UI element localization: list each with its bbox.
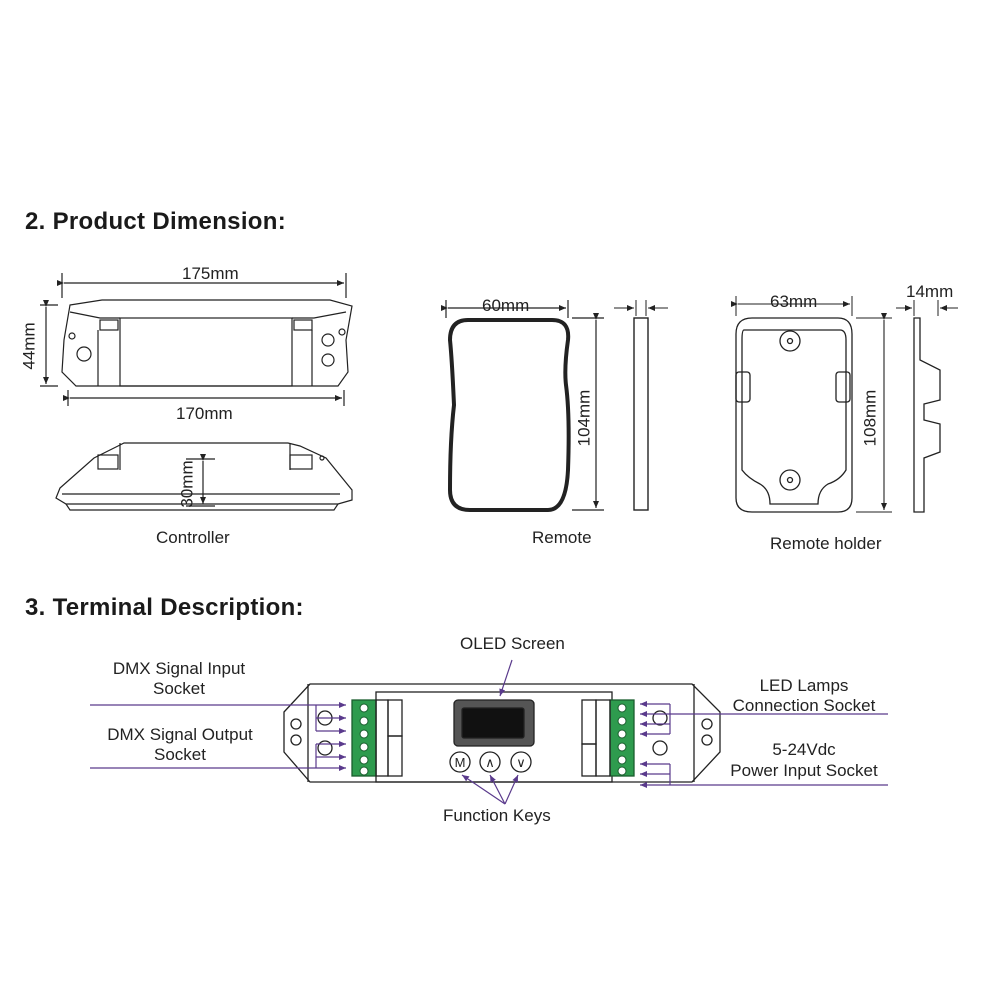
remote-dim-60: 60mm	[482, 296, 530, 315]
controller-dim-175: 175mm	[182, 264, 239, 283]
key-down-button	[510, 751, 532, 773]
remote-holder-front-view	[731, 296, 892, 513]
controller-caption: Controller	[156, 528, 230, 547]
key-m-button	[449, 751, 471, 773]
function-keys-label: Function Keys	[443, 806, 551, 825]
key-m-label: M	[455, 755, 466, 770]
led-lamps-line1: LED Lamps	[759, 676, 849, 695]
remote-front-view	[441, 300, 604, 512]
oled-screen-label: OLED Screen	[460, 634, 565, 653]
controller-side-view	[55, 442, 353, 511]
section-title-terminal-description: 3. Terminal Description:	[25, 594, 304, 621]
remote-side-view	[614, 300, 668, 511]
left-terminal-screws	[359, 703, 369, 776]
controller-dim-44: 44mm	[19, 322, 39, 370]
holder-caption: Remote holder	[770, 534, 882, 553]
dmx-input-label: DMX Signal Input Socket	[96, 659, 262, 699]
holder-dim-108: 108mm	[860, 389, 880, 447]
holder-dim-14: 14mm	[906, 282, 954, 301]
remote-dim-104: 104mm	[574, 389, 594, 447]
function-keys	[449, 751, 532, 773]
dmx-output-line1: DMX Signal Output	[107, 725, 253, 744]
dmx-output-label: DMX Signal Output Socket	[90, 725, 270, 765]
key-up-label: ∧	[485, 755, 495, 770]
key-up-button	[479, 751, 501, 773]
power-input-label: 5-24Vdc Power Input Socket	[712, 739, 896, 781]
holder-dim-63: 63mm	[770, 292, 818, 311]
dmx-output-line2: Socket	[154, 745, 206, 764]
power-line1: 5-24Vdc	[772, 740, 836, 759]
controller-terminal-view	[283, 683, 721, 783]
power-line2: Power Input Socket	[730, 761, 878, 780]
right-terminal-screws	[617, 703, 627, 776]
controller-dim-30: 30mm	[177, 460, 197, 508]
section-title-product-dimension: 2. Product Dimension:	[25, 208, 286, 235]
led-lamps-line2: Connection Socket	[732, 696, 876, 715]
led-lamps-label: LED Lamps Connection Socket	[714, 676, 894, 716]
controller-dim-170: 170mm	[176, 404, 233, 423]
remote-holder-side-view	[896, 300, 958, 513]
leader-lines	[90, 659, 888, 805]
key-down-label: ∨	[516, 755, 526, 770]
remote-caption: Remote	[532, 528, 592, 547]
dmx-input-line1: DMX Signal Input	[112, 659, 246, 678]
controller-top-view	[40, 273, 353, 406]
dmx-input-line2: Socket	[153, 679, 205, 698]
